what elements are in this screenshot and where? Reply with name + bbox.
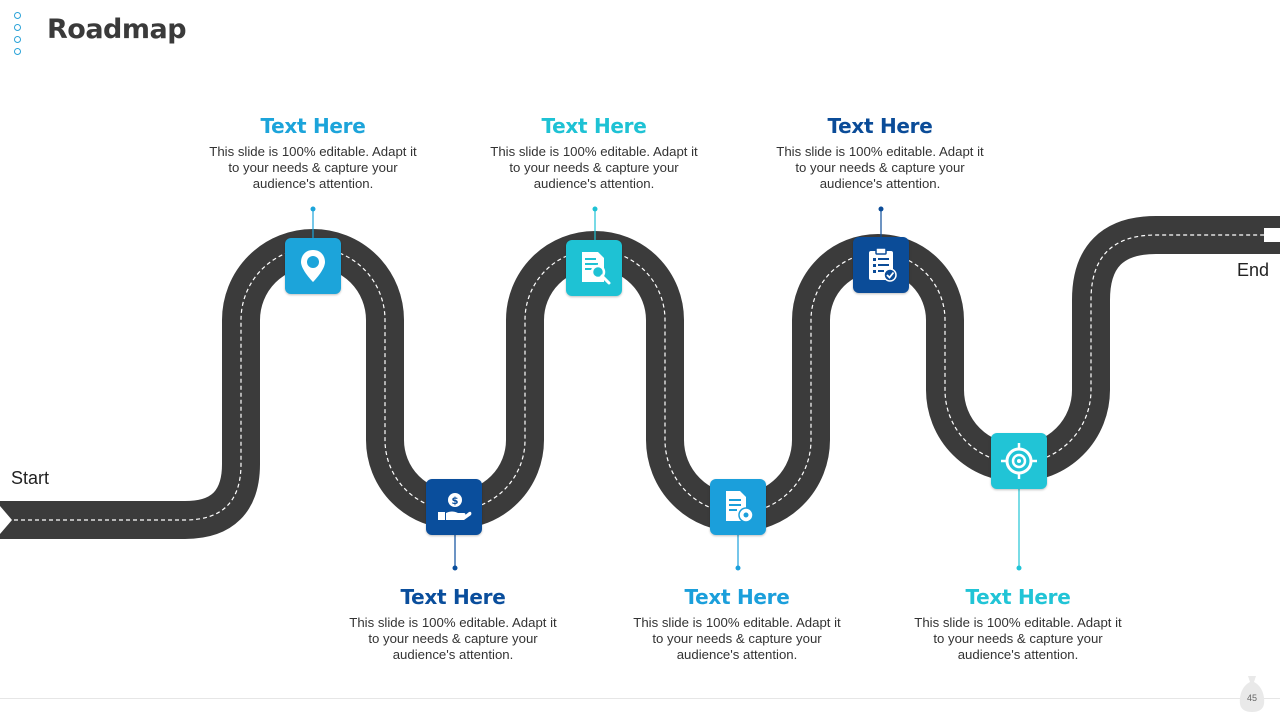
step-3-heading: Text Here [541, 114, 647, 138]
step-2-text: Text Here This slide is 100% editable. A… [343, 585, 563, 663]
map-pin-icon [301, 250, 325, 282]
step-4-heading: Text Here [684, 585, 790, 609]
page-number: 45 [1238, 676, 1266, 714]
step-6-icon-box [991, 433, 1047, 489]
step-2-icon-box: $ [426, 479, 482, 535]
step-5-text: Text Here This slide is 100% editable. A… [770, 114, 990, 192]
step-2-heading: Text Here [400, 585, 506, 609]
page-title: Roadmap [47, 14, 187, 45]
step-4-icon-box [710, 479, 766, 535]
step-3-text: Text Here This slide is 100% editable. A… [484, 114, 704, 192]
title-decoration-dots [14, 12, 21, 60]
document-search-icon [582, 252, 611, 285]
footer-divider [0, 698, 1280, 699]
step-5-heading: Text Here [827, 114, 933, 138]
money-hand-icon: $ [438, 493, 472, 520]
step-3-icon-box [566, 240, 622, 296]
page-number-text: 45 [1246, 693, 1257, 703]
start-label: Start [11, 468, 50, 488]
step-6-heading: Text Here [965, 585, 1071, 609]
step-4-description: This slide is 100% editable. Adapt it to… [633, 615, 841, 662]
step-6-description: This slide is 100% editable. Adapt it to… [914, 615, 1122, 662]
step-5-icon-box [853, 237, 909, 293]
step-4-text: Text Here This slide is 100% editable. A… [627, 585, 847, 663]
step-6-text: Text Here This slide is 100% editable. A… [908, 585, 1128, 663]
money-bag-icon [1239, 676, 1265, 712]
clipboard-check-icon [869, 247, 897, 282]
svg-text:$: $ [452, 496, 459, 507]
document-gear-icon [726, 491, 754, 523]
step-1-heading: Text Here [260, 114, 366, 138]
end-label: End [1237, 260, 1270, 280]
step-1-icon-box [285, 238, 341, 294]
step-5-description: This slide is 100% editable. Adapt it to… [776, 144, 984, 191]
target-icon [1001, 443, 1037, 479]
step-1-description: This slide is 100% editable. Adapt it to… [209, 144, 417, 191]
step-1-text: Text Here This slide is 100% editable. A… [203, 114, 423, 192]
step-2-description: This slide is 100% editable. Adapt it to… [349, 615, 557, 662]
step-3-description: This slide is 100% editable. Adapt it to… [490, 144, 698, 191]
